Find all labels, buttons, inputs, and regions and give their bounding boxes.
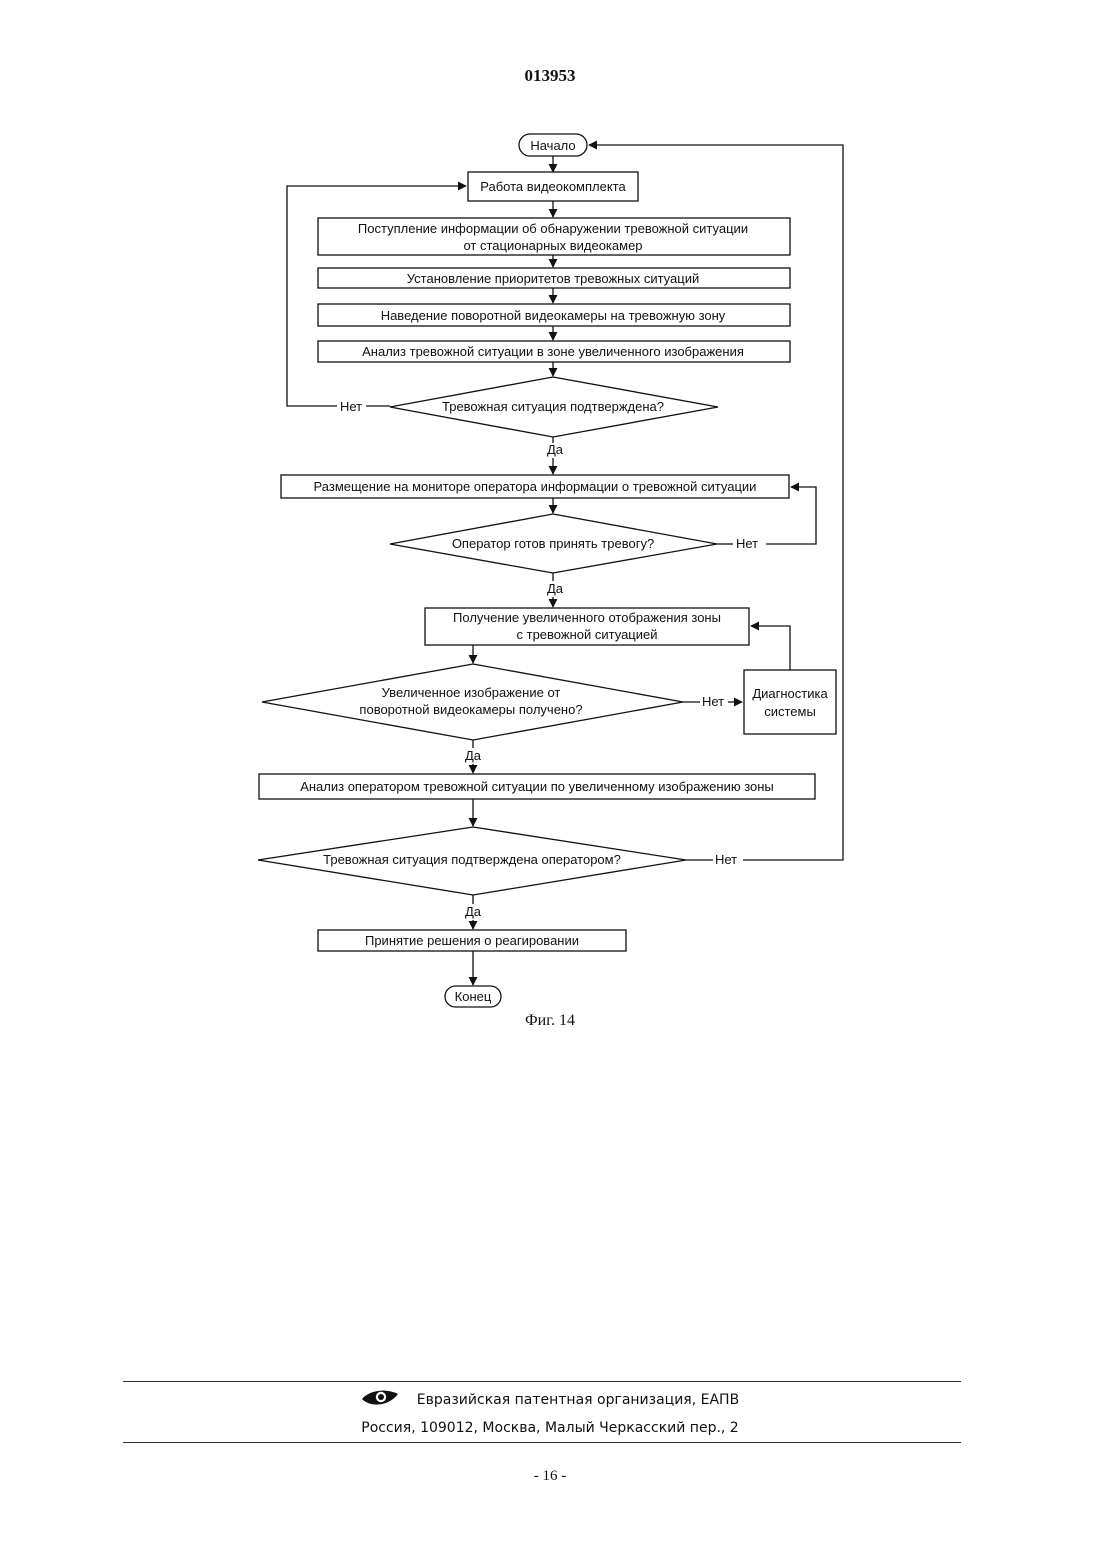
decision-operator-confirmed-label: Тревожная ситуация подтверждена оператор…: [323, 852, 621, 867]
yes-label: Да: [465, 748, 482, 763]
page-number: - 16 -: [0, 1468, 1100, 1485]
no-label: Нет: [715, 852, 737, 867]
footer-org-line: Евразийская патентная организация, ЕАПВ: [0, 1388, 1100, 1412]
step-zoom-get-label-2: с тревожной ситуацией: [517, 627, 658, 642]
step-info-receipt-label-2: от стационарных видеокамер: [463, 238, 642, 253]
yes-label: Да: [547, 581, 564, 596]
step-decision-label: Принятие решения о реагировании: [365, 933, 579, 948]
step-zoom-get-label-1: Получение увеличенного отображения зоны: [453, 610, 721, 625]
footer-divider: [123, 1381, 961, 1382]
step-monitor-info-label: Размещение на мониторе оператора информа…: [314, 479, 757, 494]
no-label: Нет: [736, 536, 758, 551]
step-diagnostics-label-2: системы: [764, 704, 816, 719]
loop-connector: [751, 626, 790, 670]
yes-label: Да: [547, 442, 564, 457]
figure-caption: Фиг. 14: [0, 1012, 1100, 1030]
step-diagnostics: [744, 670, 836, 734]
yes-label: Да: [465, 904, 482, 919]
footer-org: Евразийская патентная организация, ЕАПВ: [417, 1392, 739, 1408]
decision-zoom-received-label-2: поворотной видеокамеры получено?: [359, 702, 582, 717]
start-label: Начало: [530, 138, 575, 153]
decision-operator-ready-label: Оператор готов принять тревогу?: [452, 536, 654, 551]
step-video-work-label: Работа видеокомплекта: [480, 179, 626, 194]
decision-confirmed-label: Тревожная ситуация подтверждена?: [442, 399, 664, 414]
step-operator-analysis-label: Анализ оператором тревожной ситуации по …: [300, 779, 774, 794]
step-analysis-zoom-label: Анализ тревожной ситуации в зоне увеличе…: [362, 344, 744, 359]
eye-logo-icon: [361, 1388, 399, 1412]
footer-address: Россия, 109012, Москва, Малый Черкасский…: [0, 1420, 1100, 1436]
step-priorities-label: Установление приоритетов тревожных ситуа…: [407, 271, 699, 286]
step-info-receipt-label-1: Поступление информации об обнаружении тр…: [358, 221, 748, 236]
step-diagnostics-label-1: Диагностика: [752, 686, 828, 701]
no-label: Нет: [702, 694, 724, 709]
end-label: Конец: [455, 989, 492, 1004]
decision-zoom-received-label-1: Увеличенное изображение от: [382, 685, 561, 700]
step-aim-camera-label: Наведение поворотной видеокамеры на трев…: [381, 308, 726, 323]
footer-divider: [123, 1442, 961, 1443]
no-label: Нет: [340, 399, 362, 414]
flowchart: Начало Работа видеокомплекта Поступление…: [0, 0, 1100, 1020]
